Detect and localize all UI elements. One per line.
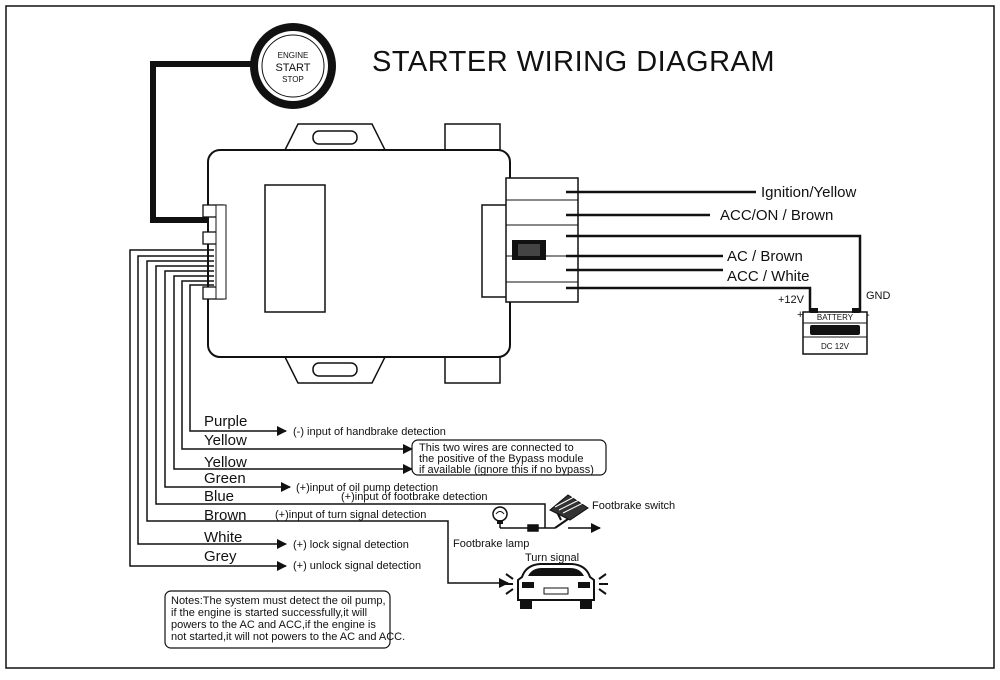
- battery: BATTERY DC 12V: [802, 308, 868, 355]
- wire-brown: [146, 260, 509, 588]
- diagram-title: STARTER WIRING DIAGRAM: [372, 46, 775, 78]
- control-module: [202, 123, 579, 384]
- desc-footbrake: (+)input of footbrake detection: [341, 491, 487, 503]
- battery-minus-sign: -: [866, 309, 870, 321]
- battery-title: BATTERY: [817, 313, 854, 322]
- desc-unlock: (+) unlock signal detection: [293, 560, 421, 572]
- label-white: White: [204, 529, 242, 546]
- wire-blue: [155, 265, 546, 528]
- bypass-note-box: [411, 439, 607, 476]
- bypass-note-line-2: the positive of the Bypass module: [419, 453, 583, 465]
- wire-green: [164, 270, 291, 492]
- wire-grey: [129, 249, 287, 571]
- right-wires: [566, 190, 862, 312]
- notes-line-1: Notes:The system must detect the oil pum…: [171, 595, 386, 607]
- desc-turn-signal: (+)input of turn signal detection: [275, 509, 426, 521]
- battery-plus-sign: +: [797, 309, 803, 321]
- notes-box: [164, 590, 391, 649]
- wire-yellow-2: [173, 275, 413, 474]
- notes-line-3: powers to the AC and ACC,if the engine i…: [171, 619, 376, 631]
- wire-ac-battery-gnd: [566, 234, 862, 312]
- label-plus12v: +12V: [778, 294, 805, 306]
- label-yellow-2: Yellow: [204, 454, 247, 471]
- footbrake-circuit: [499, 511, 601, 533]
- wire-plus12v: [566, 286, 812, 312]
- left-wires: [129, 249, 546, 588]
- wire-white: [137, 255, 287, 549]
- bulb-icon: [492, 506, 508, 524]
- button-text-start: START: [275, 62, 310, 74]
- bypass-note-line-3: if available (ignore this if no bypass): [419, 464, 594, 476]
- brake-pedal-icon: [549, 494, 589, 521]
- label-turn-signal: Turn signal: [525, 552, 579, 564]
- label-purple: Purple: [204, 413, 247, 430]
- label-footbrake-switch: Footbrake switch: [592, 500, 675, 512]
- label-yellow-1: Yellow: [204, 432, 247, 449]
- battery-voltage: DC 12V: [821, 342, 850, 351]
- outer-frame: [5, 5, 995, 669]
- label-acc-on-brown: ACC/ON / Brown: [720, 207, 833, 224]
- label-brown: Brown: [204, 507, 247, 524]
- start-button-cable: [150, 61, 252, 223]
- label-footbrake-lamp: Footbrake lamp: [453, 538, 529, 550]
- label-blue: Blue: [204, 488, 234, 505]
- label-gnd: GND: [866, 290, 891, 302]
- notes-line-2: if the engine is started successfully,it…: [171, 607, 367, 619]
- desc-handbrake: (-) input of handbrake detection: [293, 426, 446, 438]
- label-grey: Grey: [204, 548, 237, 565]
- label-ignition-yellow: Ignition/Yellow: [761, 184, 857, 201]
- wire-yellow-1: [181, 280, 413, 454]
- desc-lock: (+) lock signal detection: [293, 539, 409, 551]
- engine-start-button: ENGINE START STOP: [250, 23, 336, 109]
- desc-oil-pump: (+)input of oil pump detection: [296, 482, 438, 494]
- button-text-engine: ENGINE: [278, 51, 309, 60]
- wire-purple: [189, 284, 287, 436]
- label-acc-white: ACC / White: [727, 268, 810, 285]
- label-ac-brown: AC / Brown: [727, 248, 803, 265]
- button-text-stop: STOP: [282, 75, 304, 84]
- car-icon: [504, 563, 608, 609]
- bypass-note-line-1: This two wires are connected to: [419, 442, 574, 454]
- label-green: Green: [204, 470, 246, 487]
- notes-line-4: not started,it will not powers to the AC…: [171, 631, 405, 643]
